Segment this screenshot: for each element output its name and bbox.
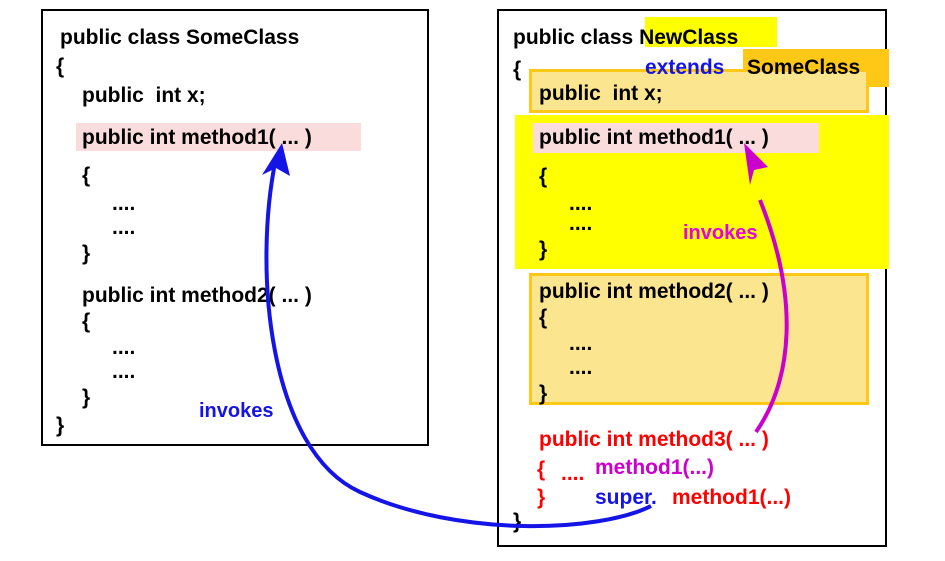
method1-signature-highlight-right — [533, 123, 819, 153]
left-line-method1-body-2: .... — [112, 216, 136, 239]
right-line-method2-close: } — [539, 382, 548, 405]
left-line-method1-close: } — [82, 242, 91, 265]
right-line-open-brace: { — [513, 58, 522, 81]
right-line-method2-signature: public int method2( ... ) — [539, 280, 769, 303]
right-line-method3-open: { — [537, 458, 546, 481]
right-line-method1-signature: public int method1( ... ) — [539, 126, 769, 149]
right-line-field-x: public int x; — [539, 82, 663, 105]
left-line-class-close: } — [56, 414, 65, 437]
left-line-method2-close: } — [82, 386, 91, 409]
right-line-method3-body-dots: .... — [561, 462, 585, 485]
right-line-method3-close: } — [537, 486, 546, 509]
right-line-method2-body-2: .... — [569, 356, 593, 379]
right-line-method1-close: } — [539, 238, 548, 261]
right-class-name: NewClass — [639, 26, 739, 49]
left-line-field-x: public int x; — [82, 84, 206, 107]
left-line-method2-signature: public int method2( ... ) — [82, 284, 312, 307]
magenta-invokes-label: invokes — [683, 222, 758, 244]
newclass-name-highlight — [645, 17, 777, 47]
left-line-method1-open: { — [82, 164, 91, 187]
left-line-method1-signature: public int method1( ... ) — [82, 126, 312, 149]
right-line-method1-open: { — [539, 165, 548, 188]
left-line-method2-body-2: .... — [112, 360, 136, 383]
inherited-field-block — [529, 69, 869, 113]
right-class-keyword: public class — [513, 26, 640, 49]
left-line-method1-body-1: .... — [112, 192, 136, 215]
right-line-method2-open: { — [539, 306, 548, 329]
right-line-class-close: } — [513, 510, 522, 533]
right-line-class-decl: public class NewClass — [513, 27, 738, 48]
blue-invokes-label: invokes — [199, 400, 274, 422]
newclass-code-box: public class NewClass { extends SomeClas… — [497, 9, 889, 547]
method1-signature-highlight — [76, 123, 361, 151]
right-line-extends-keyword: extends — [645, 56, 725, 79]
right-line-method1-body-2: .... — [569, 212, 593, 235]
right-line-super-keyword: super. — [595, 486, 657, 509]
left-line-class-decl: public class SomeClass — [60, 26, 300, 49]
right-line-method1-body-1: .... — [569, 192, 593, 215]
right-line-method3-signature: public int method3( ... ) — [539, 428, 769, 451]
left-line-open-brace: { — [56, 55, 65, 78]
someclass-code-box: public class SomeClass { public int x; p… — [41, 9, 429, 446]
left-line-method2-open: { — [82, 310, 91, 333]
right-line-method3-call-method1: method1(...) — [595, 456, 714, 479]
left-line-method2-body-1: .... — [112, 336, 136, 359]
right-line-method2-body-1: .... — [569, 332, 593, 355]
right-line-super-call-method1: method1(...) — [672, 486, 791, 509]
right-line-extends-superclass: SomeClass — [747, 56, 861, 79]
